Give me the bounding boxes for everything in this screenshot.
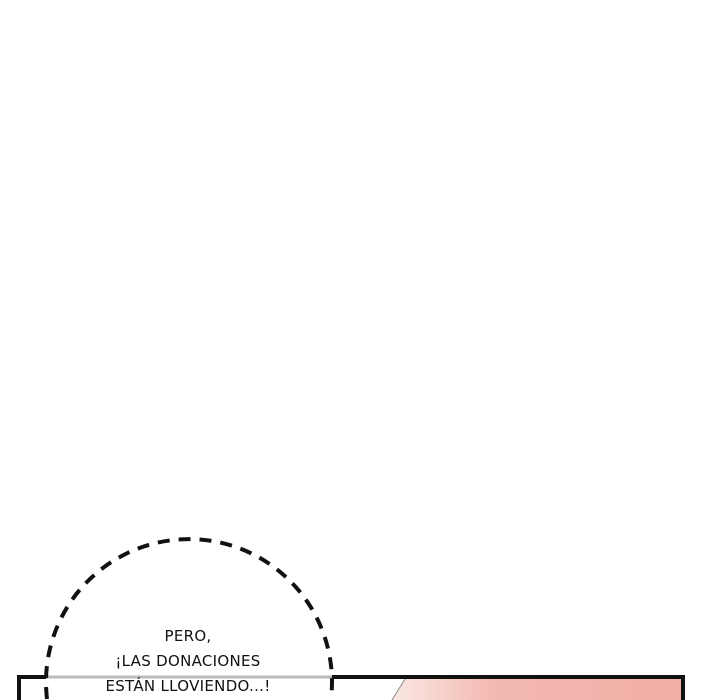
speech-bubble-text: PERO, ¡LAS DONACIONES ESTÁN LLOVIENDO...…: [48, 624, 328, 699]
speech-bubble-outline: [44, 537, 334, 700]
caption-bubble-bg: [46, 675, 332, 700]
speech-line: ESTÁN LLOVIENDO...!: [105, 677, 271, 695]
speech-line: PERO,: [164, 627, 212, 645]
speech-line: ¡LAS DONACIONES: [115, 652, 261, 670]
panel-frame: [17, 675, 685, 700]
panel-pink-background: [392, 679, 681, 700]
